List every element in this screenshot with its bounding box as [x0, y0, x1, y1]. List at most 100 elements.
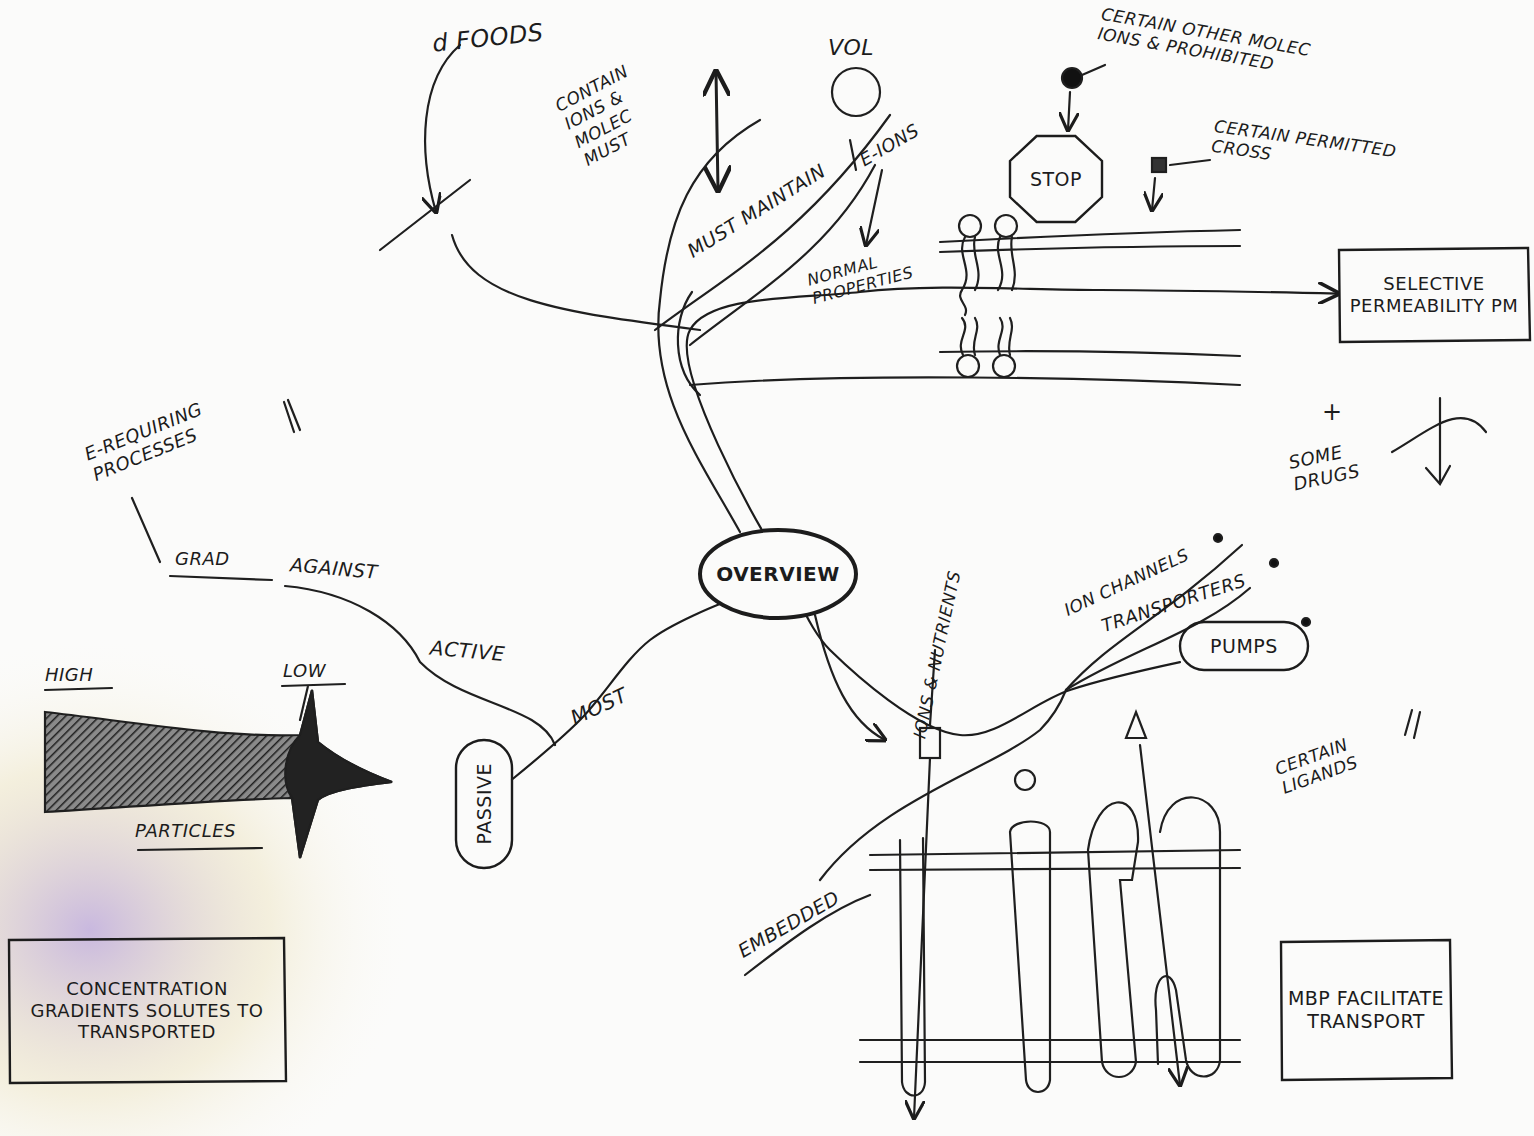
overview-down-arrow — [815, 615, 885, 740]
branch-label: CERTAIN PERMITTED CROSS — [1210, 116, 1419, 185]
node-text: OVERVIEW — [716, 562, 840, 586]
node-body: PASSIVE — [456, 740, 512, 868]
node-text: MBP FACILITATE TRANSPORT — [1286, 987, 1446, 1033]
node-border — [1180, 622, 1308, 670]
node-text: PASSIVE — [473, 763, 496, 844]
bullet-dot — [1270, 559, 1278, 567]
leader-line — [1082, 65, 1105, 75]
lipid-head — [957, 355, 979, 377]
branch-label: GRAD — [175, 548, 245, 570]
branch-label: EMBEDDED — [734, 870, 871, 962]
branch-label: E-IONS — [856, 107, 945, 171]
branch-label: VOL — [828, 35, 888, 61]
ligand-circle — [1015, 770, 1035, 790]
bullet-dot — [1214, 534, 1222, 542]
overview-up-branch — [658, 120, 760, 532]
membrane-protein — [1010, 822, 1050, 1093]
node-body: SELECTIVE PERMEABILITY PM — [1338, 248, 1530, 342]
node-text: STOP — [1030, 168, 1082, 191]
branch-label: + — [1322, 398, 1352, 427]
node-border — [1281, 940, 1452, 1080]
node-body: PUMPS — [1180, 622, 1308, 670]
molecule-square — [1152, 158, 1166, 172]
central-topic: OVERVIEW — [700, 530, 856, 618]
ligand-triangle — [1126, 712, 1146, 738]
membrane-protein — [1155, 797, 1220, 1076]
lipid-head — [959, 215, 981, 237]
membrane-line — [690, 377, 1240, 385]
node-border — [9, 938, 286, 1083]
node-border — [700, 530, 856, 618]
membrane-protein — [900, 838, 925, 1096]
membrane-line — [940, 230, 1240, 242]
node-text: PUMPS — [1210, 635, 1278, 658]
ions-arrow — [866, 170, 882, 245]
branch-label: CERTAIN LIGANDS — [1272, 712, 1418, 798]
stop-sign: STOP — [1010, 136, 1102, 222]
permit-arrow — [1152, 178, 1155, 210]
double-arrow — [716, 72, 718, 190]
lipid-tails — [960, 237, 1015, 355]
branch-label: LOW — [283, 660, 348, 682]
topic-box: SELECTIVE PERMEABILITY PM — [1338, 248, 1530, 342]
branch-label: CONTAIN IONS & MOLEC MUST — [552, 51, 679, 170]
bar-stroke — [850, 140, 856, 170]
gradient-low-end — [285, 690, 392, 858]
emphasis-marks — [284, 400, 300, 432]
gradient-illustration — [45, 690, 392, 858]
branch-label: PARTICLES — [135, 820, 275, 842]
foods-arrow — [425, 45, 460, 212]
node-body: OVERVIEW — [700, 530, 856, 618]
lighting-glow — [0, 630, 420, 1136]
bracket-arc — [678, 292, 700, 395]
node-border — [1339, 248, 1530, 342]
grad-branch — [170, 576, 272, 580]
sketch-strokes — [45, 45, 1486, 1118]
lipid-head — [993, 355, 1015, 377]
bullet-dot — [1302, 618, 1310, 626]
branch-label: AGAINST — [289, 553, 401, 585]
node-body: STOP — [1010, 136, 1102, 222]
leader-line — [1170, 160, 1210, 165]
node-body: MBP FACILITATE TRANSPORT — [1280, 940, 1452, 1080]
branch-connector — [687, 288, 1338, 531]
embedded-branch — [820, 690, 1066, 880]
molecule-dot — [1062, 68, 1082, 88]
branch-label: MUST MAINTAIN — [683, 150, 843, 262]
topic-box: PUMPS — [1180, 622, 1308, 670]
emphasis-marks — [1405, 710, 1420, 738]
foods-stroke — [380, 180, 470, 250]
node-body: CONCENTRATION GRADIENTS SOLUTES TO TRANS… — [8, 938, 286, 1083]
branch-label: HIGH — [45, 664, 115, 686]
node-border — [1010, 136, 1102, 222]
maintain-branch — [655, 115, 890, 330]
molecule-arrow — [1068, 92, 1070, 130]
topic-box: MBP FACILITATE TRANSPORT — [1280, 940, 1452, 1080]
topic-box: PASSIVE — [456, 740, 512, 868]
branch-label: SOME DRUGS — [1287, 429, 1408, 495]
branch-label: d FOODS — [431, 14, 583, 58]
energy-branch — [132, 498, 160, 562]
node-text: SELECTIVE PERMEABILITY PM — [1344, 273, 1524, 316]
membrane-line — [940, 351, 1240, 356]
membrane-line — [940, 246, 1240, 252]
topic-box: CONCENTRATION GRADIENTS SOLUTES TO TRANS… — [8, 938, 286, 1083]
ion-path-arrow — [914, 758, 930, 1118]
branch-connector — [512, 604, 720, 780]
volume-circle — [832, 68, 880, 116]
drug-tick — [1392, 418, 1486, 452]
drug-arrow — [1426, 398, 1450, 484]
membrane-protein — [1088, 802, 1138, 1077]
branch-label: ACTIVE — [429, 636, 531, 669]
branch-label: CERTAIN OTHER MOLEC IONS & PROHIBITED — [1096, 4, 1315, 81]
lipid-head — [995, 215, 1017, 237]
branch-connector — [806, 615, 1180, 735]
node-text: CONCENTRATION GRADIENTS SOLUTES TO TRANS… — [14, 978, 280, 1043]
node-border — [456, 740, 512, 868]
branch-label: NORMAL PROPERTIES — [805, 240, 931, 308]
branch-label: E-REQUIRING PROCESSES — [81, 368, 287, 485]
branch-label: IONS & NUTRIENTS — [909, 560, 966, 740]
ligand-arrow — [1140, 745, 1180, 1085]
